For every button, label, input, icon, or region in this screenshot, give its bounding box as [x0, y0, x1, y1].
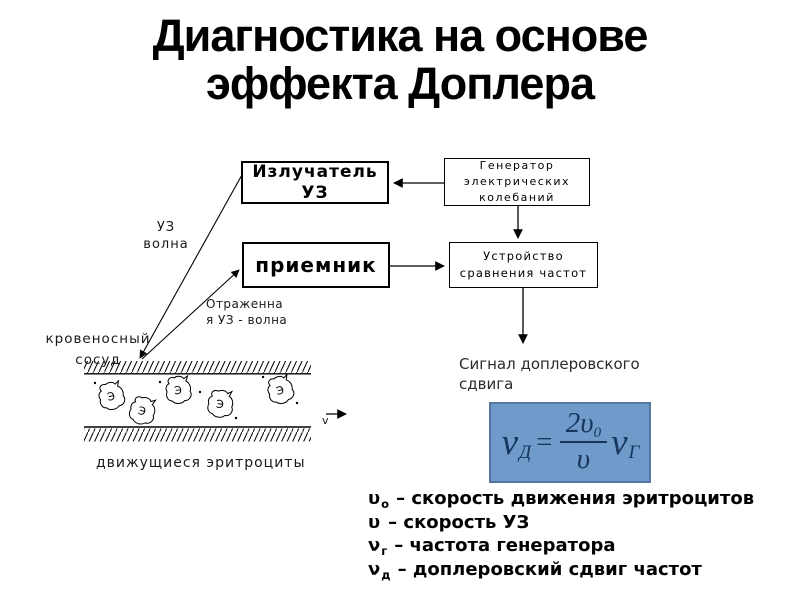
receiver-box: приемник — [242, 242, 390, 288]
moving-erythrocytes-caption: движущиеся эритроциты — [96, 455, 306, 471]
erythrocyte-label: Э — [174, 384, 183, 398]
uz-wave-arrow — [139, 172, 244, 359]
legend-subscript: г — [381, 544, 388, 559]
legend-item: υ – скорость УЗ — [368, 512, 754, 536]
erythrocyte-label: Э — [275, 383, 286, 398]
formula-numerator-subscript: 0 — [593, 425, 602, 442]
legend-symbol: υ — [368, 488, 381, 509]
erythrocytes: Э Э Э Э Э — [93, 373, 299, 425]
formula-rhs-subscript: Г — [628, 441, 640, 463]
erythrocyte-blob: Э — [165, 374, 192, 404]
erythrocyte-label: Э — [215, 398, 224, 412]
plasma-dots — [93, 375, 299, 420]
legend-symbol: ν — [368, 535, 381, 557]
formula-rhs: ν — [611, 422, 628, 463]
formula-denominator: υ — [576, 443, 591, 476]
legend-text: – скорость движения эритроцитов — [396, 488, 755, 509]
formula-fraction: 2υ0 υ — [559, 407, 608, 476]
legend-text: – скорость УЗ — [388, 511, 530, 533]
formula-lhs-subscript: Д — [519, 441, 532, 463]
slide-title: Диагностика на основе эффекта Доплера — [152, 10, 649, 109]
reflected-wave-arrow — [141, 269, 240, 360]
reflected-wave-label: Отраженна я УЗ - волна — [206, 297, 288, 328]
doppler-signal-label: Сигнал доплеровского сдвига — [459, 355, 640, 394]
vessel-top-wall-hatch — [84, 361, 311, 373]
formula-numerator: 2υ0 — [559, 407, 608, 444]
comparator-box: Устройство сравнения частот — [449, 242, 598, 288]
erythrocyte-label: Э — [137, 404, 148, 419]
legend-text: – частота генератора — [394, 535, 616, 557]
formula-lhs: ν — [501, 422, 519, 463]
generator-box: Генератор электрических колебаний — [444, 158, 590, 206]
uz-wave-label: УЗ волна — [143, 220, 189, 252]
legend-subscript: д — [381, 567, 391, 582]
legend-text: – доплеровский сдвиг частот — [397, 558, 702, 580]
velocity-label: v — [322, 414, 329, 427]
vessel-bottom-wall-hatch — [84, 428, 311, 442]
legend-symbol: ν — [368, 558, 381, 580]
emitter-box: Излучатель УЗ — [241, 161, 389, 204]
formula-equals: = — [534, 426, 554, 458]
blood-vessel-label: кровеносный сосуд — [45, 331, 151, 368]
legend-symbol: υ — [368, 511, 381, 533]
erythrocyte-blob: Э — [267, 373, 295, 405]
erythrocyte-blob: Э — [98, 379, 126, 411]
erythrocyte-blob: Э — [128, 396, 157, 425]
erythrocyte-label: Э — [106, 389, 117, 403]
erythrocyte-blob: Э — [207, 389, 234, 418]
legend-subscript: о — [381, 497, 390, 511]
